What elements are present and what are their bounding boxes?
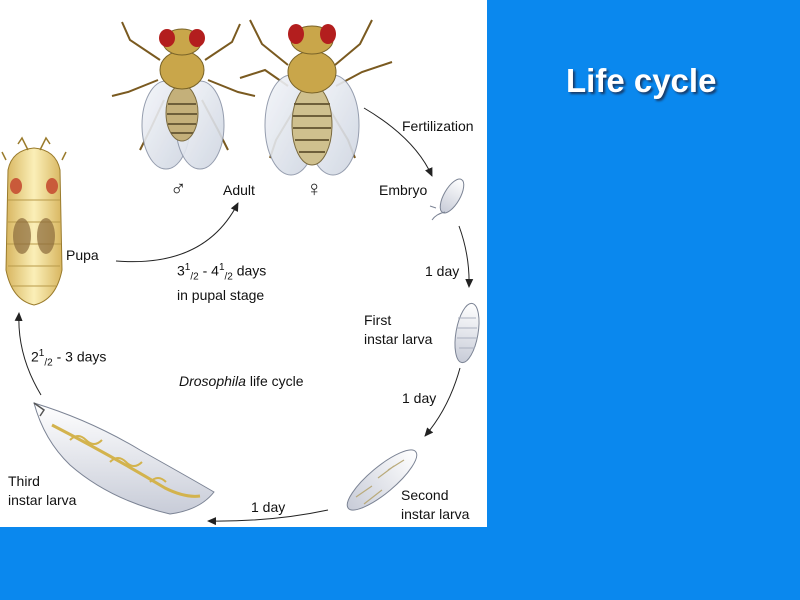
third-larva-line2: instar larva xyxy=(8,492,77,508)
embryo-icon xyxy=(429,178,465,221)
pa-sep: - 4 xyxy=(198,262,219,279)
arrow-pupa-to-adult xyxy=(115,202,239,263)
life-cycle-diagram xyxy=(1,19,480,526)
male-symbol: ♂ xyxy=(170,176,187,201)
arrow-embryo-to-first xyxy=(458,225,474,288)
pa-line1: 31/2 - 41/2 days xyxy=(177,258,266,286)
tp-whole: 2 xyxy=(31,348,39,365)
transition-label-fertilization: Fertilization xyxy=(402,118,474,134)
pa-den-b: /2 xyxy=(224,271,233,283)
arrow-third-to-pupa xyxy=(14,312,42,396)
center-caption-species: Drosophila xyxy=(179,373,246,389)
transition-label-second-to-third: 1 day xyxy=(251,499,286,515)
third-instar-larva-icon xyxy=(33,402,215,515)
female-symbol: ♀ xyxy=(306,176,323,201)
pa-num-a: 1 xyxy=(184,262,191,273)
first-larva-line1: First xyxy=(364,312,392,328)
stage-label-first-instar-larva: First instar larva xyxy=(364,311,432,349)
arrow-fertilization xyxy=(363,107,433,177)
second-larva-line1: Second xyxy=(401,487,449,503)
pa-den-a: /2 xyxy=(190,271,199,283)
first-larva-line2: instar larva xyxy=(364,331,433,347)
transition-label-pupa-to-adult: 31/2 - 41/2 days in pupal stage xyxy=(177,258,266,305)
arrow-first-to-second xyxy=(424,367,461,437)
transition-label-third-to-pupa: 21/2 - 3 days xyxy=(31,344,106,372)
stage-label-embryo: Embryo xyxy=(379,182,428,198)
stage-label-pupa: Pupa xyxy=(66,247,99,263)
first-instar-larva-icon xyxy=(454,302,480,364)
center-caption-rest: life cycle xyxy=(245,373,304,389)
pa-unit: days xyxy=(232,262,267,279)
tp-den: /2 xyxy=(44,357,53,369)
slide-title: Life cycle xyxy=(566,62,717,99)
pa-whole-a: 3 xyxy=(177,262,185,279)
female-fly-icon xyxy=(239,19,393,176)
second-larva-line2: instar larva xyxy=(401,506,470,522)
second-instar-larva-icon xyxy=(346,449,418,511)
pa-line2: in pupal stage xyxy=(177,287,265,304)
transition-label-first-to-second: 1 day xyxy=(402,390,437,406)
stage-label-third-instar-larva: Third instar larva xyxy=(8,472,76,510)
male-fly-icon xyxy=(111,21,256,170)
pupa-icon xyxy=(1,136,67,306)
center-caption: Drosophila life cycle xyxy=(179,372,304,391)
stage-label-adult: Adult xyxy=(223,182,255,198)
stage-label-second-instar-larva: Second instar larva xyxy=(401,486,469,524)
diagram-panel: ♂ ♀ Adult Fertilization Embryo 1 day Fir… xyxy=(0,0,487,527)
tp-num: 1 xyxy=(38,348,45,359)
arrow-second-to-third xyxy=(207,509,329,526)
transition-label-embryo-to-first: 1 day xyxy=(425,263,460,279)
third-larva-line1: Third xyxy=(8,473,40,489)
pa-num-b: 1 xyxy=(218,262,225,273)
tp-rest: - 3 days xyxy=(52,348,107,365)
